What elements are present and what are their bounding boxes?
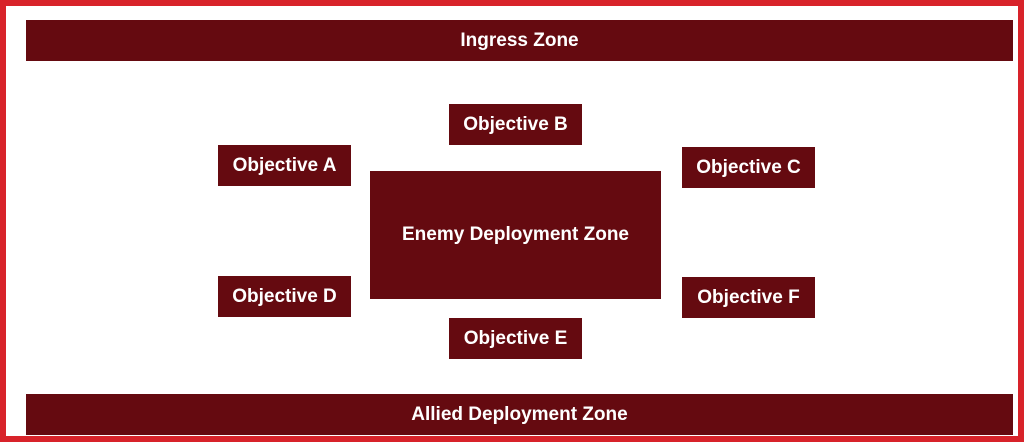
objective-a: Objective A xyxy=(218,145,351,186)
allied-deployment-zone: Allied Deployment Zone xyxy=(26,394,1013,435)
objective-e: Objective E xyxy=(449,318,582,359)
objective-d: Objective D xyxy=(218,276,351,317)
enemy-deployment-zone: Enemy Deployment Zone xyxy=(370,171,661,299)
objective-f: Objective F xyxy=(682,277,815,318)
ingress-zone: Ingress Zone xyxy=(26,20,1013,61)
objective-b: Objective B xyxy=(449,104,582,145)
objective-c: Objective C xyxy=(682,147,815,188)
